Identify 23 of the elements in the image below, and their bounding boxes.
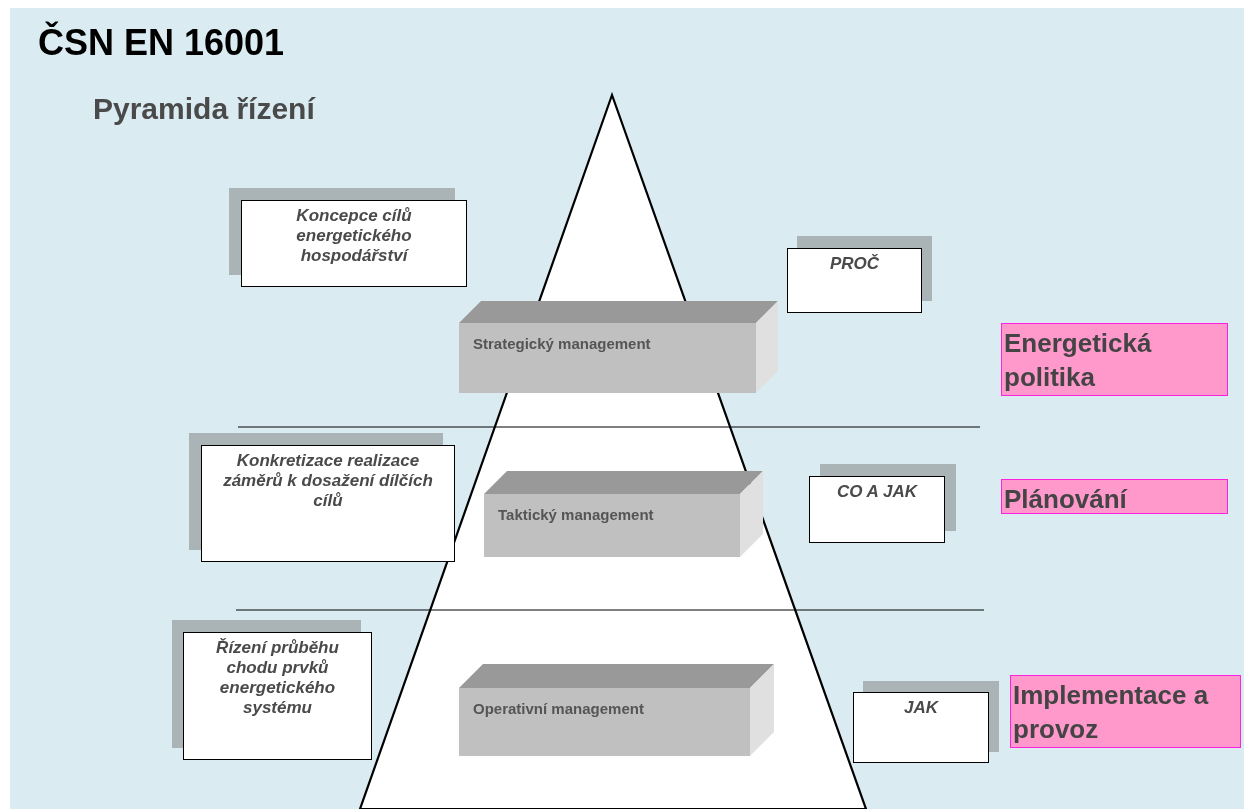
- card-text: JAK: [903, 697, 940, 718]
- text-card: [241, 200, 467, 287]
- block-label: Operativní management: [473, 700, 644, 717]
- highlight-label: [1001, 479, 1228, 514]
- card-text: Konkretizace realizace záměrů k dosažení dílčích cílů: [222, 450, 434, 511]
- text-card: [853, 692, 989, 763]
- highlight-label: [1001, 323, 1228, 396]
- card-text: PROČ: [828, 253, 881, 274]
- level-label: Energetická politika: [1003, 327, 1153, 394]
- title: ČSN EN 16001: [38, 22, 285, 64]
- card-text: CO A JAK: [836, 481, 919, 502]
- text-card: [809, 476, 945, 543]
- text-card: [787, 248, 922, 313]
- card-text: Koncepce cílů energetického hospodářství: [295, 205, 413, 266]
- subtitle: Pyramida řízení: [93, 92, 315, 126]
- highlight-label: [1010, 675, 1241, 748]
- card-text: Řízení průběhu chodu prvků energetického systému: [215, 637, 340, 718]
- block-label: Taktický management: [498, 506, 654, 523]
- text-card: [183, 632, 372, 760]
- level-label: Plánování: [1003, 483, 1129, 516]
- level-label: Implementace a provoz: [1012, 679, 1210, 746]
- block-label: Strategický management: [473, 335, 651, 352]
- text-card: [201, 445, 455, 562]
